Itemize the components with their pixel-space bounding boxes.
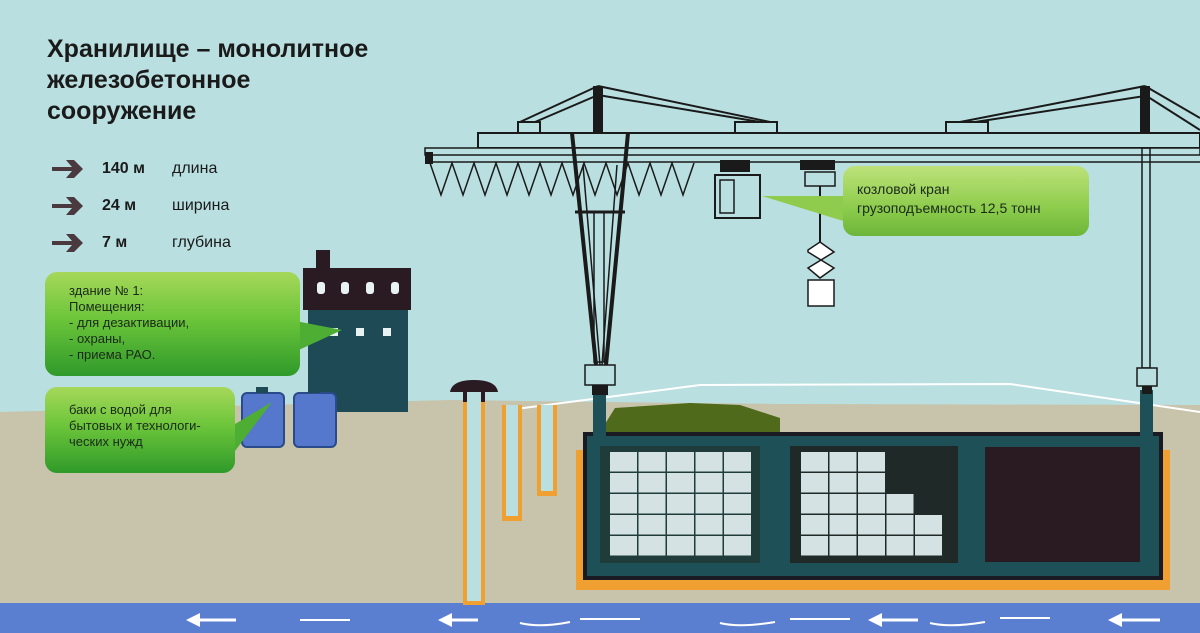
callout-text: - охраны, bbox=[69, 331, 126, 346]
storage-cell bbox=[829, 536, 857, 556]
storage-cell bbox=[801, 515, 828, 535]
page-title: Хранилище – монолитное железобетонное со… bbox=[47, 34, 368, 127]
storage-cell bbox=[610, 452, 637, 472]
title-line: железобетонное bbox=[47, 66, 251, 94]
storage-cell bbox=[829, 452, 857, 472]
callout-crane: козловой кран грузоподъемность 12,5 тонн bbox=[843, 166, 1089, 236]
storage-cell bbox=[858, 452, 885, 472]
water-tanks bbox=[241, 387, 337, 448]
arrow-left-icon bbox=[438, 613, 478, 627]
storage-cell bbox=[667, 452, 694, 472]
storage-cell bbox=[695, 452, 723, 472]
storage-cell bbox=[667, 494, 694, 514]
dimension-value: 7 м bbox=[102, 233, 128, 251]
callout-building: здание № 1: Помещения: - для дезактиваци… bbox=[45, 272, 300, 376]
storage-cell bbox=[858, 515, 885, 535]
storage-vault bbox=[576, 390, 1170, 590]
cell-grid-full bbox=[610, 452, 751, 556]
arrow-right-icon bbox=[52, 159, 83, 178]
storage-cell bbox=[695, 515, 723, 535]
storage-cell bbox=[638, 494, 666, 514]
callout-text: - приема РАО. bbox=[69, 347, 156, 362]
storage-cell bbox=[801, 494, 828, 514]
title-line: Хранилище – монолитное bbox=[47, 35, 369, 63]
storage-cell bbox=[610, 515, 637, 535]
storage-cell bbox=[858, 494, 885, 514]
callout-text: - для дезактивации, bbox=[69, 315, 190, 330]
dimension-depth: 7 м глубина bbox=[50, 224, 231, 261]
storage-cell bbox=[801, 536, 828, 556]
callout-tanks: баки с водой для бытовых и технологи- че… bbox=[45, 387, 235, 473]
storage-cell bbox=[829, 494, 857, 514]
callout-text: Помещения: bbox=[69, 299, 145, 314]
storage-cell bbox=[667, 515, 694, 535]
callout-text: грузоподъемность 12,5 тонн bbox=[857, 200, 1041, 216]
storage-cell bbox=[801, 452, 828, 472]
dimension-label: длина bbox=[172, 159, 218, 177]
callout-text: ческих нужд bbox=[69, 434, 143, 449]
storage-cell bbox=[638, 452, 666, 472]
storage-cell bbox=[801, 473, 828, 493]
storage-cell bbox=[829, 473, 857, 493]
storage-cell bbox=[858, 536, 885, 556]
gantry-crane bbox=[424, 85, 1200, 395]
cell-grid-partial bbox=[801, 452, 942, 556]
storage-cell bbox=[886, 515, 914, 535]
arrow-right-icon bbox=[52, 233, 83, 252]
arrow-left-icon bbox=[186, 613, 236, 627]
storage-cell bbox=[724, 494, 751, 514]
dimensions-list: 140 м длина 24 м ширина 7 м глубина bbox=[50, 150, 231, 261]
storage-cell bbox=[638, 536, 666, 556]
dimension-value: 24 м bbox=[102, 196, 137, 214]
storage-cell bbox=[610, 494, 637, 514]
storage-cell bbox=[695, 494, 723, 514]
storage-cell bbox=[886, 494, 914, 514]
storage-cell bbox=[610, 536, 637, 556]
arrow-left-icon bbox=[1108, 613, 1160, 627]
storage-cell bbox=[667, 473, 694, 493]
arrow-left-icon bbox=[868, 613, 918, 627]
callout-text: бытовых и технологи- bbox=[69, 418, 201, 433]
storage-cell bbox=[724, 515, 751, 535]
soil-mound bbox=[600, 403, 780, 432]
callout-text: здание № 1: bbox=[69, 283, 144, 298]
well-cap bbox=[450, 380, 498, 392]
storage-cell bbox=[915, 536, 942, 556]
storage-cell bbox=[610, 473, 637, 493]
storage-cell bbox=[638, 473, 666, 493]
storage-cell bbox=[858, 473, 885, 493]
dimension-width: 24 м ширина bbox=[50, 187, 231, 224]
storage-cell bbox=[915, 515, 942, 535]
callout-pointer-crane bbox=[762, 196, 853, 224]
dimension-label: глубина bbox=[172, 233, 231, 251]
storage-cell bbox=[724, 452, 751, 472]
storage-cell bbox=[886, 536, 914, 556]
dimension-label: ширина bbox=[172, 196, 230, 214]
callout-pointer-tanks bbox=[225, 402, 272, 455]
storage-cell bbox=[724, 473, 751, 493]
title-line: сооружение bbox=[47, 97, 197, 125]
callout-text: козловой кран bbox=[857, 181, 950, 197]
dimension-value: 140 м bbox=[102, 159, 145, 177]
storage-cell bbox=[638, 515, 666, 535]
storage-cell bbox=[829, 515, 857, 535]
storage-cell bbox=[695, 536, 723, 556]
arrow-right-icon bbox=[52, 196, 83, 215]
storage-cell bbox=[695, 473, 723, 493]
callout-text: баки с водой для bbox=[69, 402, 172, 417]
storage-cell bbox=[667, 536, 694, 556]
storage-cell bbox=[724, 536, 751, 556]
dimension-length: 140 м длина bbox=[50, 150, 231, 187]
observation-wells bbox=[450, 380, 557, 605]
water-flow-arrows bbox=[186, 613, 1160, 627]
